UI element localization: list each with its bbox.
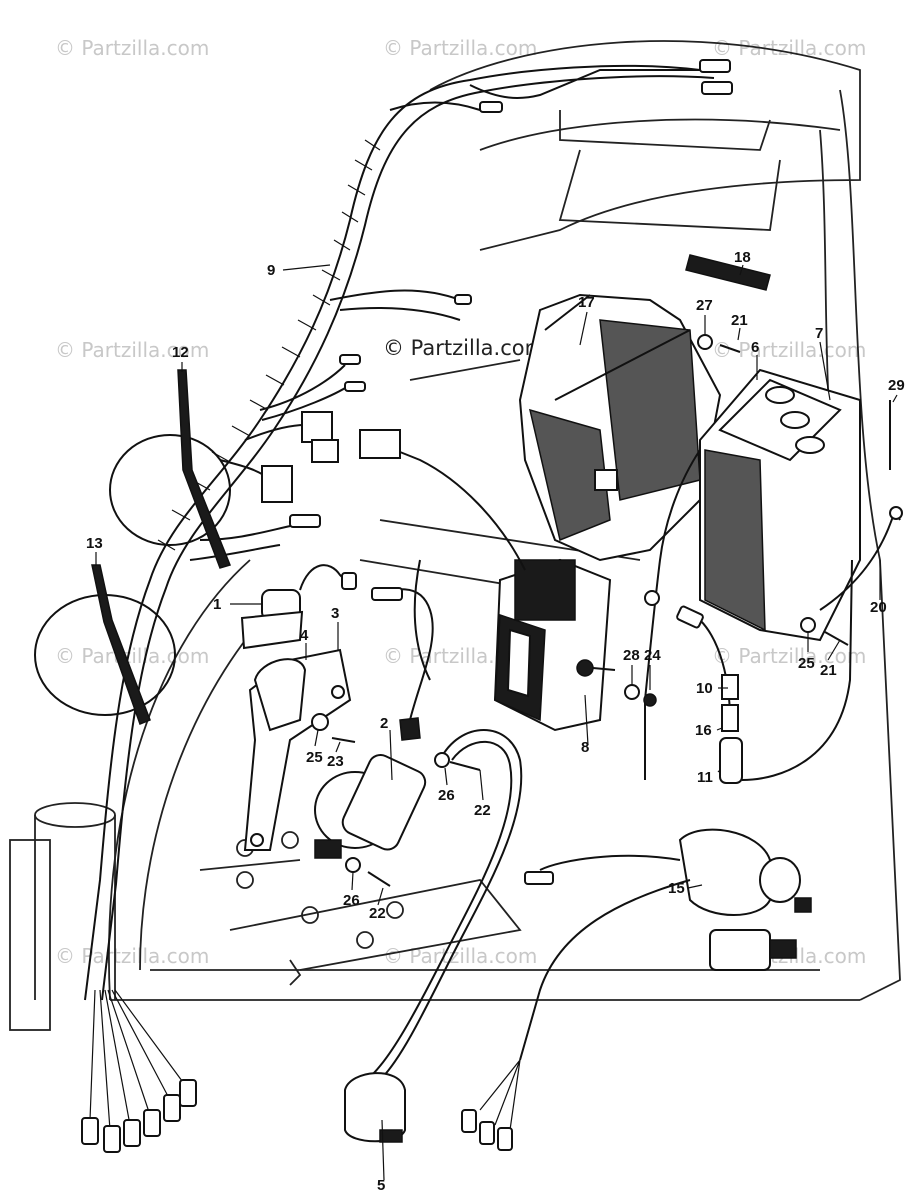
callout-11: 11 (697, 769, 713, 786)
callout-28: 28 (623, 647, 640, 664)
wire-harness[interactable] (81, 59, 733, 1153)
bolt-23[interactable] (331, 737, 356, 743)
callout-3: 3 (331, 605, 339, 622)
battery[interactable] (699, 368, 861, 642)
watermarks: © Partzilla.com © Partzilla.com © Partzi… (55, 36, 866, 968)
bolt-21b[interactable] (824, 631, 849, 646)
rectifier[interactable] (359, 429, 616, 732)
watermark: © Partzilla.com (55, 644, 209, 668)
callout-26b: 26 (343, 892, 360, 909)
watermark: © Partzilla.com (712, 644, 866, 668)
leader-lines (95, 264, 898, 1181)
battery-band[interactable] (685, 254, 771, 291)
callout-12: 12 (172, 344, 189, 361)
callout-17: 17 (578, 294, 595, 311)
callout-7: 7 (815, 325, 823, 342)
callout-6: 6 (751, 339, 759, 356)
callouts: 1 2 3 4 5 6 7 8 9 10 11 12 13 15 16 17 1… (86, 249, 905, 1194)
hardware[interactable] (311, 334, 849, 887)
ignition-coil[interactable] (314, 559, 434, 859)
watermark: © Partzilla.com (712, 36, 866, 60)
washer-27[interactable] (697, 334, 713, 350)
harness-band-lower[interactable] (34, 564, 176, 725)
callout-9: 9 (267, 262, 275, 279)
washer-25a[interactable] (311, 713, 329, 731)
callout-24: 24 (644, 647, 661, 664)
callout-20: 20 (870, 599, 887, 616)
washer-26b[interactable] (345, 857, 361, 873)
callout-2: 2 (380, 715, 388, 732)
callout-23: 23 (327, 753, 344, 770)
callout-22a: 22 (474, 802, 491, 819)
callout-15: 15 (668, 880, 685, 897)
harness-band-upper[interactable] (109, 369, 232, 569)
battery-lead[interactable] (644, 449, 701, 780)
callout-5: 5 (377, 1177, 385, 1194)
callout-21a: 21 (731, 312, 748, 329)
callout-1: 1 (213, 596, 221, 613)
callout-16: 16 (695, 722, 712, 739)
watermark: © Partzilla.com (383, 36, 537, 60)
bolt-22b[interactable] (367, 871, 391, 887)
watermark: © Partzilla.com (383, 944, 537, 968)
callout-4: 4 (300, 627, 309, 644)
callout-26a: 26 (438, 787, 455, 804)
watermark-center: © Partzilla.com (383, 336, 545, 360)
callout-8: 8 (581, 739, 589, 756)
callout-18: 18 (734, 249, 751, 266)
watermark: © Partzilla.com (55, 944, 209, 968)
callout-25a: 25 (306, 749, 323, 766)
neutral-switch[interactable] (240, 564, 357, 650)
washer-26a[interactable] (434, 752, 450, 768)
battery-stay[interactable] (819, 506, 903, 611)
callout-22b: 22 (369, 905, 386, 922)
watermark: © Partzilla.com (55, 36, 209, 60)
fuse-holder[interactable] (676, 559, 853, 784)
callout-13: 13 (86, 535, 103, 552)
washer-28[interactable] (624, 684, 640, 700)
spark-plug-cap[interactable] (344, 729, 523, 1143)
watermark: © Partzilla.com (55, 338, 209, 362)
watermark: © Partzilla.com (712, 338, 866, 362)
coil-bracket[interactable] (253, 658, 307, 732)
washer-25b[interactable] (800, 617, 816, 633)
bolt-21a[interactable] (719, 344, 741, 353)
ignition-switch[interactable] (461, 828, 812, 1151)
callout-21b: 21 (820, 662, 837, 679)
callout-10: 10 (696, 680, 713, 697)
nut-24[interactable] (643, 693, 657, 707)
callout-25b: 25 (798, 655, 815, 672)
battery-holder[interactable] (518, 293, 722, 562)
bolt-22a[interactable] (449, 761, 481, 771)
callout-29: 29 (888, 377, 905, 394)
callout-27: 27 (696, 297, 713, 314)
